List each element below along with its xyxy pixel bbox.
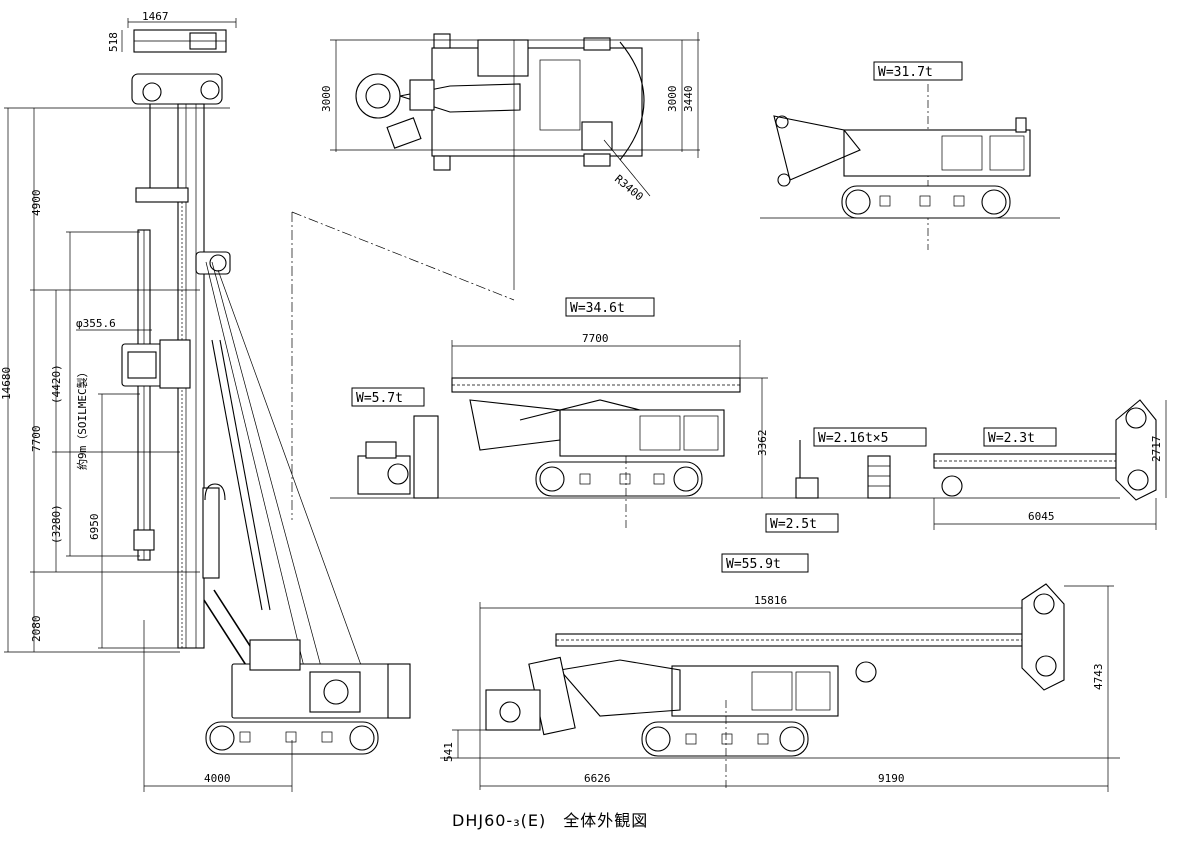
weight-55-9t: W=55.9t [726,557,781,572]
rotary-head-view: W=5.7t [351,387,439,499]
dim-plan-3000-right: 3000 [666,86,679,113]
guide-lines [291,211,515,520]
dim-4420: (4420) [50,364,63,404]
dim-6045: 6045 [1028,510,1055,523]
rig-side-view [121,29,411,755]
weight-31-7t: W=31.7t [878,65,933,80]
weight-counterweight: W=2.16t×5 [818,431,888,446]
drawing-title: DHJ60-₃(E) 全体外観図 [452,811,648,830]
transport-main-view: W=34.6t 7700 3362 [451,297,769,498]
dim-4000: 4000 [204,772,231,785]
base-machine-view: W=31.7t [760,61,1060,250]
dim-14680: 14680 [0,367,13,400]
dim-7700: 7700 [30,426,43,453]
dim-diameter: φ355.6 [76,317,116,330]
dim-1467: 1467 [142,10,169,23]
left-dimensions: 1467 518 14680 4900 7700 2080 (4420) (32… [0,10,293,792]
dim-radius: R3400 [612,172,646,203]
dim-4900: 4900 [30,190,43,217]
dim-2080: 2080 [30,616,43,643]
dim-15816: 15816 [754,594,787,607]
dim-7700-transport: 7700 [582,332,609,345]
mast-section-view: W=2.3t 2717 6045 [933,399,1167,530]
weight-34-6t: W=34.6t [570,301,625,316]
dim-4743: 4743 [1092,664,1105,691]
dim-plan-3000-left: 3000 [320,86,333,113]
dim-6626: 6626 [584,772,611,785]
dim-plan-3440: 3440 [682,86,695,113]
dim-518: 518 [107,32,120,52]
weight-5-7t: W=5.7t [356,391,403,406]
dim-2717: 2717 [1150,436,1163,463]
dim-541: 541 [442,742,455,762]
auger-note: 約9m（SOILMEC製） [75,366,89,470]
counterweight-view: W=2.16t×5 [795,427,927,499]
bottom-dimensions: 4743 541 6626 9190 [442,585,1114,792]
dim-3280: (3280) [50,504,63,544]
weight-2-3t: W=2.3t [988,431,1035,446]
dim-3362: 3362 [756,430,769,457]
dim-6950: 6950 [88,514,101,541]
dim-9190: 9190 [878,772,905,785]
rig-plan-view [330,33,700,290]
weight-2-5t: W=2.5t [770,517,817,532]
transport-total-view: W=55.9t 15816 [440,553,1120,790]
